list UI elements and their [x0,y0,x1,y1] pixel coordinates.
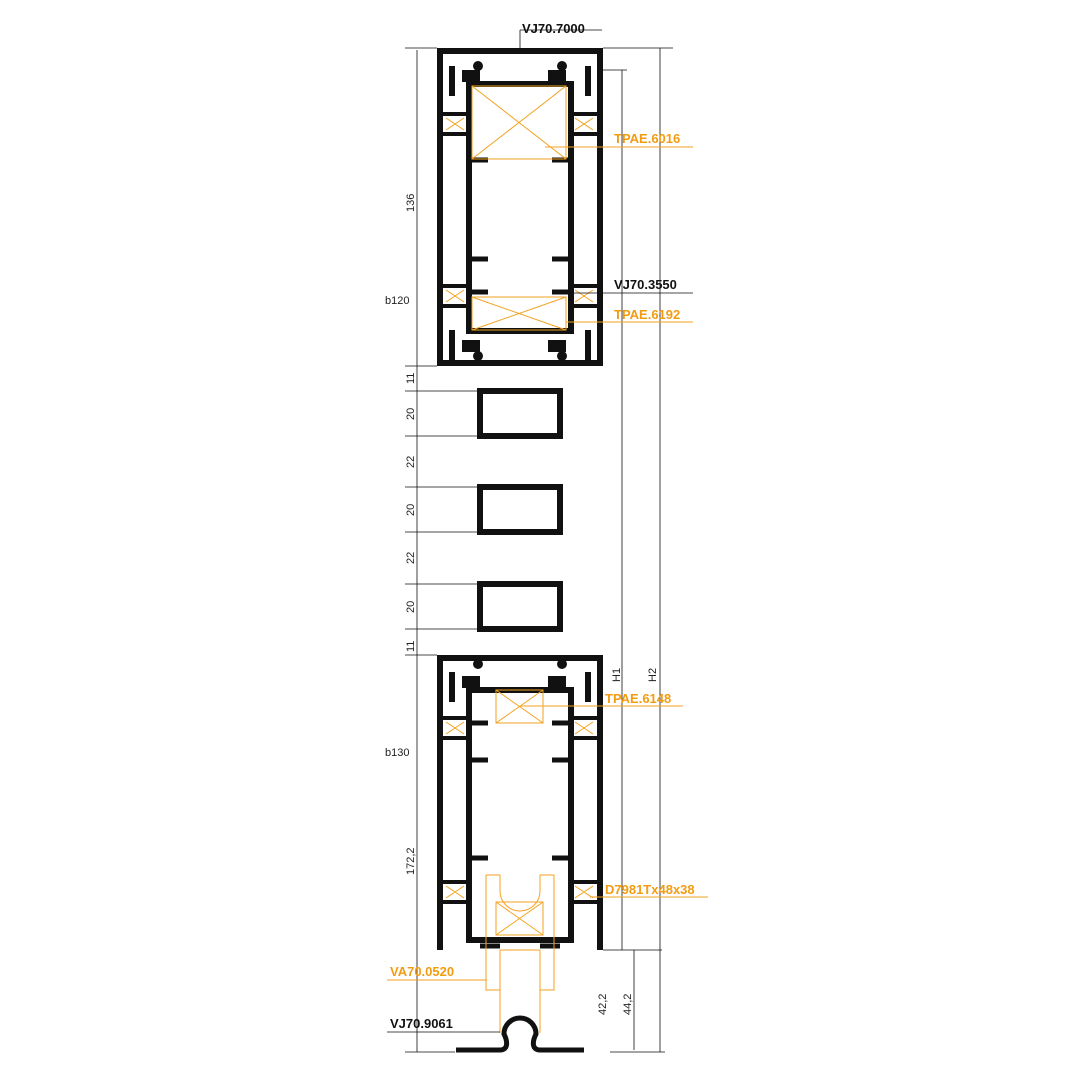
glass-block-top [471,85,567,160]
label-accessory-bottom: VA70.0520 [390,964,454,979]
top-profile-frame [437,48,603,366]
spacer-bar-3 [477,581,563,632]
dimension-lines [405,29,673,1053]
label-glass-mid: TPAE.6192 [614,307,680,322]
label-top-profile: VJ70.7000 [522,21,585,36]
glass-block-mid [471,296,567,331]
dim-gap-4: 11 [405,641,417,652]
dim-gap-3: 22 [405,552,417,564]
dim-rail-2: 44,2 [622,994,634,1015]
dim-bar-1: 20 [405,408,417,420]
dim-bar-2: 20 [405,504,417,516]
bottom-profile-frame [437,655,603,1033]
dim-bar-3: 20 [405,601,417,613]
label-glass-top: TPAE.6016 [614,131,680,146]
track-rail [456,1015,584,1053]
dim-bottom-height: 172,2 [405,847,417,875]
spacer-bar-2 [477,484,563,535]
label-gasket: D7981Tx48x38 [605,882,695,897]
dim-rail-1: 42,2 [597,994,609,1015]
dim-bottom-depth: b130 [385,747,409,759]
label-glass-bottom: TPAE.6148 [605,691,671,706]
spacer-bar-1 [477,388,563,439]
dim-top-depth: b120 [385,295,409,307]
bottom-accessory [485,874,555,1033]
label-track: VJ70.9061 [390,1016,453,1031]
dim-h1: H1 [611,668,623,682]
dim-top-height: 136 [405,194,417,212]
dim-gap-1: 11 [405,373,417,384]
dim-gap-2: 22 [405,456,417,468]
label-mid-profile: VJ70.3550 [614,277,677,292]
gasket-marks [443,112,597,308]
dim-h2: H2 [647,668,659,682]
